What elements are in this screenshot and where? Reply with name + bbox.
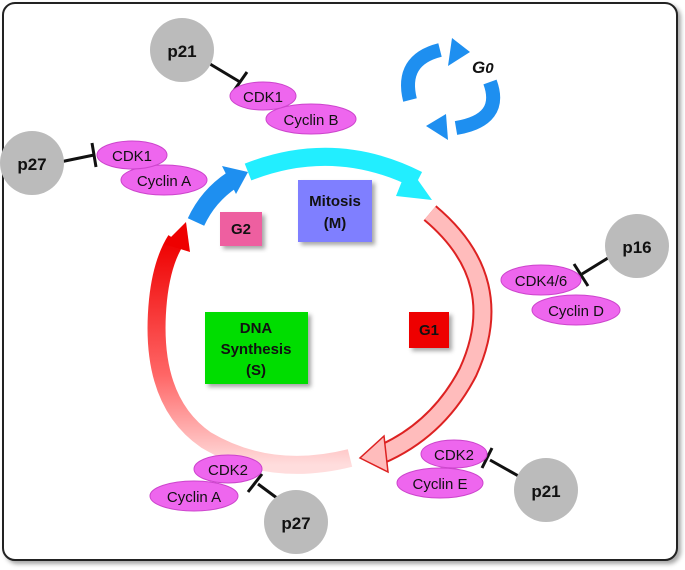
cyclin-a-bottom-ellipse	[149, 480, 239, 512]
p27-bottom-circle	[264, 490, 328, 554]
cdk1-left-label: CDK1	[112, 148, 152, 165]
g0-arrow-upper	[401, 43, 443, 102]
cyclin-d-label: Cyclin D	[548, 303, 604, 320]
s-label-line1: DNA	[240, 320, 273, 337]
g0-arrow-lower	[454, 79, 501, 135]
cyclin-e-ellipse	[396, 467, 484, 499]
p27-left-inhibit-bar	[90, 142, 98, 168]
cdk2-bottom-right-label: CDK2	[434, 447, 474, 464]
s-arrow	[147, 235, 353, 474]
p16-inhibit-line	[581, 256, 609, 276]
outer-frame	[2, 2, 678, 561]
mitosis-label-line2: (M)	[324, 215, 347, 232]
s-box	[205, 312, 308, 384]
cyclin-d-ellipse	[531, 294, 621, 326]
cdk2-bottom-left-ellipse	[193, 454, 263, 484]
mitosis-label-line1: Mitosis	[309, 193, 361, 210]
s-label-line2: Synthesis	[221, 341, 292, 358]
p27-left-label: p27	[17, 155, 46, 174]
mitosis-box	[298, 180, 372, 242]
g1-arrow-fill	[376, 206, 491, 463]
cdk2-bottom-left-label: CDK2	[208, 462, 248, 479]
p21-bottom-inhibit-line	[489, 458, 523, 480]
g1-label: G1	[419, 322, 439, 339]
cyclin-a-left-label: Cyclin A	[137, 173, 191, 190]
p21-bottom-label: p21	[531, 482, 560, 501]
cdk1-top-ellipse	[229, 81, 297, 111]
cyclin-b-top-label: Cyclin B	[283, 112, 338, 129]
cdk1-left-ellipse	[96, 140, 168, 170]
mitosis-arrow-head	[396, 166, 432, 200]
cdk2-bottom-right-ellipse	[420, 439, 488, 469]
s-arrow-head	[164, 222, 190, 252]
p21-top-circle	[150, 18, 214, 82]
g0-label: G0	[472, 58, 494, 77]
p16-inhibit-bar	[572, 263, 590, 287]
cyclin-b-top-ellipse	[265, 103, 357, 135]
g2-arrow	[187, 172, 238, 226]
p21-bottom-circle	[514, 458, 578, 522]
p21-bottom-inhibit-bar	[480, 447, 494, 469]
p27-bottom-label: p27	[281, 514, 310, 533]
g0-arrow-upper-head	[448, 38, 470, 66]
g2-arrow-head	[222, 166, 248, 194]
g2-label: G2	[231, 221, 251, 238]
p27-bottom-inhibit-bar	[246, 473, 264, 493]
cyclin-a-bottom-label: Cyclin A	[167, 489, 221, 506]
g0-arrow-lower-head	[426, 114, 448, 140]
cyclin-e-label: Cyclin E	[412, 476, 467, 493]
g0-label-sub: 0	[485, 60, 494, 77]
p16-label: p16	[622, 238, 651, 257]
cdk1-top-label: CDK1	[243, 89, 283, 106]
cdk46-ellipse	[500, 264, 582, 296]
p21-top-label: p21	[167, 42, 196, 61]
p27-left-inhibit-line	[59, 153, 95, 164]
cdk46-label: CDK4/6	[515, 273, 568, 290]
g2-box	[220, 212, 262, 246]
g1-box	[409, 312, 449, 348]
mitosis-arrow	[244, 147, 423, 189]
p16-circle	[605, 214, 669, 278]
g0-label-main: G	[472, 58, 485, 77]
s-label-line3: (S)	[246, 362, 266, 379]
cyclin-a-left-ellipse	[120, 164, 208, 196]
p27-left-circle	[0, 131, 64, 195]
g1-arrow-head	[358, 434, 389, 474]
